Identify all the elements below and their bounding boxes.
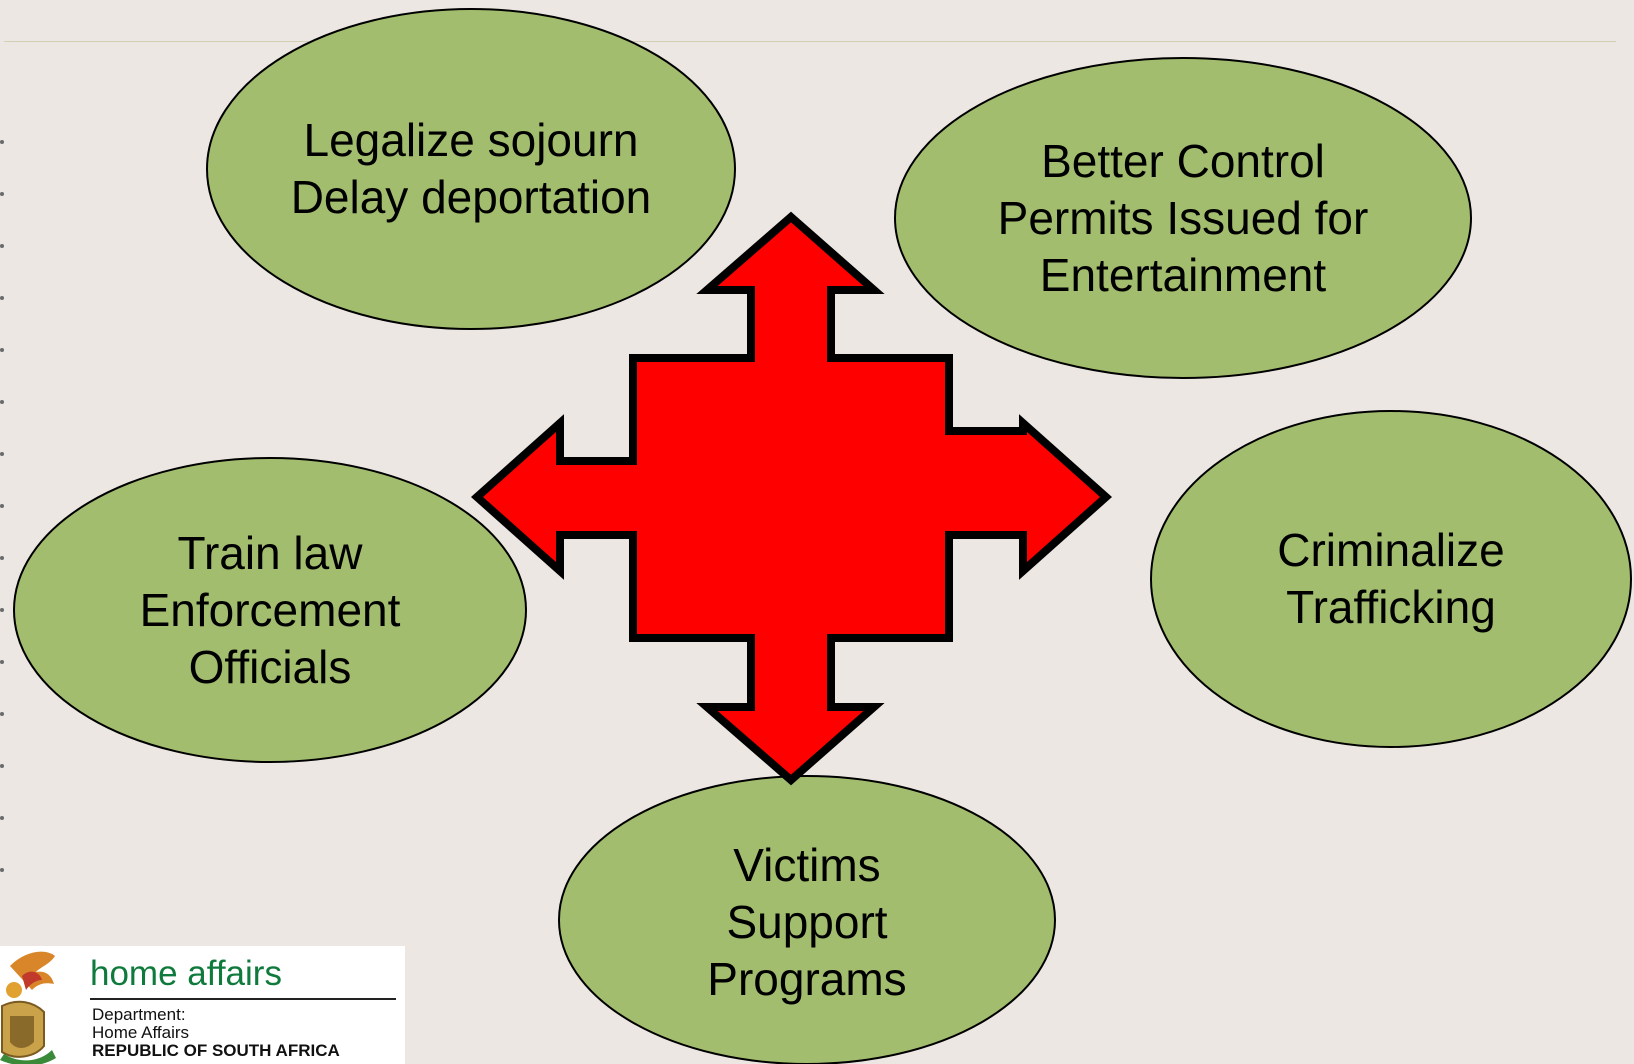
node-victims-text: Victims Support Programs [559, 822, 1055, 1022]
top-rule [4, 41, 1616, 42]
node-legalize-line-2: Delay deportation [290, 171, 652, 223]
node-criminalize-line-2: Trafficking [1286, 581, 1496, 633]
node-victims-line-2: Support [726, 895, 888, 948]
node-control-line-3: Entertainment [1039, 248, 1327, 301]
node-control-line-1: Better Control [1041, 134, 1325, 187]
logo-divider [90, 998, 396, 1000]
node-train-line-3: Officials [188, 640, 352, 693]
node-train-line-1: Train law [177, 526, 363, 579]
node-train-text: Train law Enforcement Officials [14, 510, 526, 710]
oval-control [894, 57, 1472, 379]
logo-line-2: Home Affairs [92, 1023, 190, 1042]
node-train-line-2: Enforcement [139, 583, 401, 636]
node-victims-line-3: Programs [707, 952, 907, 1005]
left-edge-dots [0, 140, 6, 940]
home-affairs-logo: home affairs Department: Home Affairs RE… [0, 946, 405, 1064]
oval-train [13, 457, 527, 763]
logo-line-3: REPUBLIC OF SOUTH AFRICA [92, 1041, 340, 1060]
oval-criminalize [1150, 410, 1632, 748]
node-legalize-text: Legalize sojourn Delay deportation [207, 89, 735, 249]
logo-title: home affairs [90, 954, 282, 993]
coat-of-arms-icon [0, 951, 56, 1064]
node-legalize-line-1: Legalize sojourn [303, 114, 639, 166]
node-control-line-2: Permits Issued for [997, 191, 1369, 244]
node-criminalize-line-1: Criminalize [1277, 524, 1505, 576]
four-way-arrow [470, 211, 1113, 786]
oval-victims [558, 775, 1056, 1064]
node-criminalize-text: Criminalize Trafficking [1151, 499, 1631, 659]
node-control-text: Better Control Permits Issued for Entert… [895, 118, 1471, 318]
oval-legalize [206, 8, 736, 330]
node-victims-line-1: Victims [733, 838, 881, 891]
logo-line-1: Department: [92, 1005, 186, 1024]
